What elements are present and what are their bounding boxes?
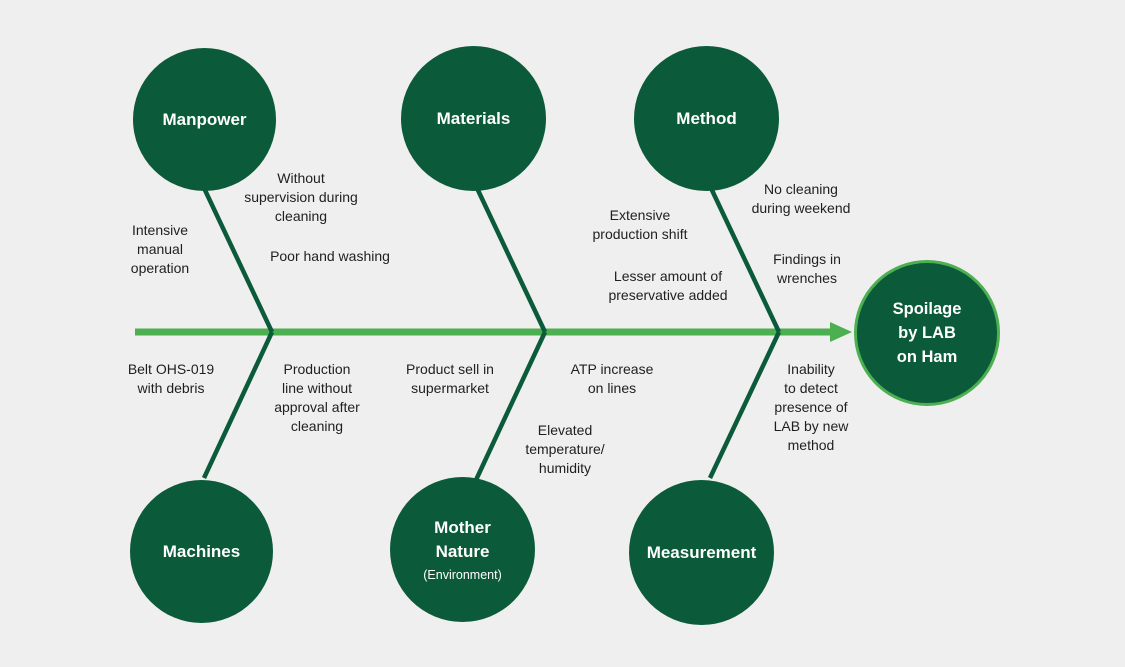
cause-label: ATP increase on lines xyxy=(570,361,654,396)
cause-label: Production line without approval after c… xyxy=(274,361,360,434)
cause-label: Intensive manual operation xyxy=(130,222,190,276)
category-mother-nature: Mother Nature (Environment) xyxy=(390,477,535,622)
category-machines-label: Machines xyxy=(162,541,241,561)
category-measurement-label: Measurement xyxy=(646,542,757,562)
effect-node: Spoilage by LAB on Ham xyxy=(854,260,1000,406)
bone-mother-nature xyxy=(473,331,548,481)
cause-label: Poor hand washing xyxy=(270,248,390,264)
cause-label: Elevated temperature/ humidity xyxy=(525,422,605,476)
category-mother-nature-sublabel: (Environment) xyxy=(423,567,502,582)
category-measurement: Measurement xyxy=(629,480,774,625)
category-machines: Machines xyxy=(130,480,273,623)
cause-label: Product sell in supermarket xyxy=(406,361,494,396)
bone-machines xyxy=(201,331,275,479)
category-mother-nature-label: Mother Nature xyxy=(434,517,491,561)
category-method: Method xyxy=(634,46,779,191)
cause-label: No cleaning during weekend xyxy=(751,181,851,216)
cause-label: Belt OHS-019 with debris xyxy=(127,361,215,396)
category-method-label: Method xyxy=(676,108,737,128)
bone-manpower xyxy=(201,187,275,333)
bone-method xyxy=(707,185,782,333)
bone-materials xyxy=(473,185,548,333)
cause-label: Extensive production shift xyxy=(592,207,688,242)
spine-arrowhead xyxy=(830,322,852,342)
category-materials-label: Materials xyxy=(436,108,511,128)
category-manpower: Manpower xyxy=(133,48,276,191)
bone-measurement xyxy=(707,331,782,479)
category-manpower-label: Manpower xyxy=(162,109,247,129)
cause-label: Inability to detect presence of LAB by n… xyxy=(773,361,849,453)
effect-label: Spoilage by LAB on Ham xyxy=(892,300,962,366)
category-materials: Materials xyxy=(401,46,546,191)
cause-label: Without supervision during cleaning xyxy=(244,170,358,224)
cause-label: Findings in wrenches xyxy=(773,251,841,286)
cause-label: Lesser amount of preservative added xyxy=(608,268,728,303)
